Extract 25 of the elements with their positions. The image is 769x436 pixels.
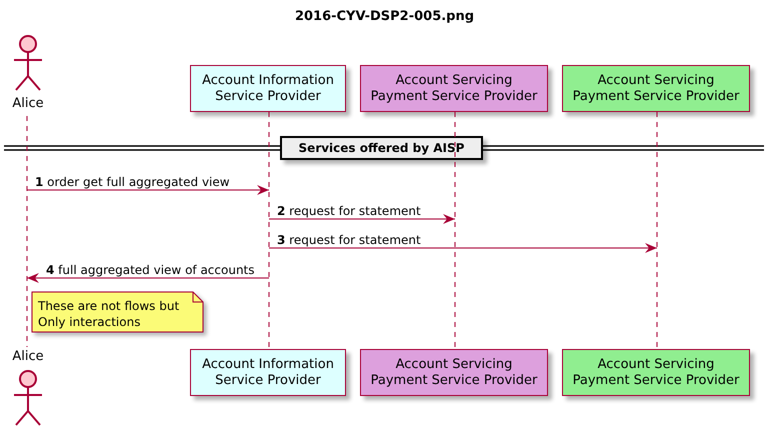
note — [32, 292, 203, 332]
message-arrow — [268, 243, 658, 253]
participant-name: Account Servicing Payment Service Provider — [572, 72, 740, 104]
participant-name: Account Servicing Payment Service Provider — [370, 72, 538, 104]
actor-name: Alice — [11, 349, 45, 365]
actor-name: Alice — [11, 96, 45, 112]
participant-box — [190, 349, 346, 396]
participant-box — [190, 65, 346, 112]
participant-name: Account Servicing Payment Service Provider — [572, 356, 740, 388]
note-text: These are not flows but Only interactions — [38, 298, 180, 330]
message-arrow — [26, 185, 270, 195]
message-label: 3 request for statement — [276, 233, 422, 247]
message-label: 4 full aggregated view of accounts — [45, 263, 256, 277]
participant-name: Account Information Service Provider — [201, 72, 335, 104]
participant-name: Account Servicing Payment Service Provider — [370, 356, 538, 388]
participant-box — [360, 349, 548, 396]
participant-box — [360, 65, 548, 112]
participant-box — [562, 349, 750, 396]
participant-name: Account Information Service Provider — [201, 356, 335, 388]
message-label: 1 order get full aggregated view — [34, 175, 231, 189]
message-arrow — [268, 214, 456, 224]
participant-box — [562, 65, 750, 112]
diagram-title: 2016-CYV-DSP2-005.png — [294, 9, 476, 24]
message-label: 2 request for statement — [276, 204, 422, 218]
message-arrow — [26, 273, 270, 283]
